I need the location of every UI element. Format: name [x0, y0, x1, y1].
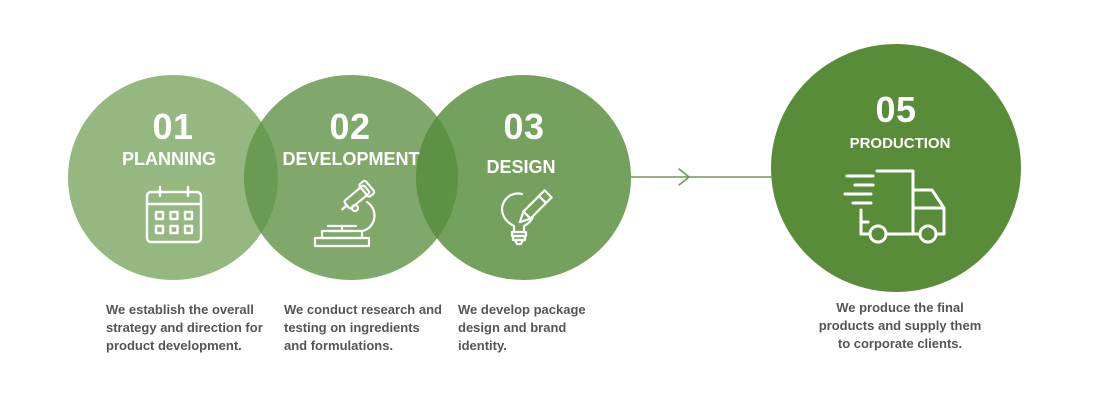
step-description-development: We conduct research and testing on ingre… [284, 302, 442, 353]
calendar-icon [145, 185, 203, 244]
step-number-planning: 01 [152, 106, 194, 147]
step-title-production: PRODUCTION [849, 135, 951, 152]
step-description-production: We produce the final products and supply… [818, 300, 982, 351]
step-number-production: 05 [875, 89, 917, 130]
delivery-truck-icon [843, 169, 946, 244]
step-title-development: DEVELOPMENT [282, 149, 420, 169]
step-description-design: We develop package design and brand iden… [458, 302, 586, 353]
step-design-circle [416, 75, 631, 280]
arrow-right-icon [630, 168, 773, 186]
lightbulb-pencil-icon [500, 189, 553, 246]
step-description-planning: We establish the overall strategy and di… [106, 302, 263, 353]
step-number-design: 03 [503, 106, 545, 147]
step-number-development: 02 [329, 106, 371, 147]
microscope-icon [313, 179, 376, 248]
step-title-design: DESIGN [486, 157, 556, 177]
step-production-circle [771, 44, 1021, 292]
step-planning-circle [68, 75, 278, 280]
step-title-planning: PLANNING [122, 149, 216, 169]
